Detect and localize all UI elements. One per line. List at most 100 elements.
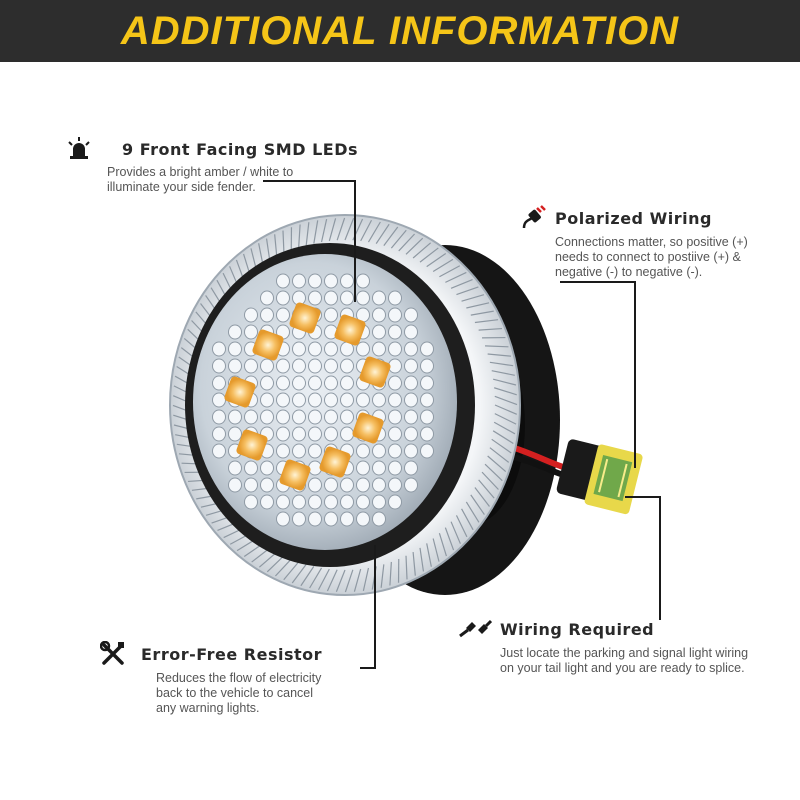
white-led [372, 290, 386, 306]
white-led [388, 460, 402, 476]
white-led [324, 409, 338, 425]
white-led [340, 273, 354, 289]
white-led [404, 307, 418, 323]
white-led [388, 426, 402, 442]
rim-rib [461, 508, 474, 531]
amber-smd-led [352, 412, 384, 444]
white-led [388, 290, 402, 306]
white-led [388, 443, 402, 459]
white-led [276, 290, 290, 306]
feature-title-wiring: Wiring Required [500, 620, 655, 639]
white-led [244, 409, 258, 425]
white-led [420, 409, 434, 425]
white-led [308, 392, 322, 408]
plug-connector-icon [522, 205, 546, 229]
white-led [292, 341, 306, 357]
white-led [372, 460, 386, 476]
white-led [404, 375, 418, 391]
white-led [308, 477, 322, 493]
white-led [324, 273, 338, 289]
amber-smd-led [334, 314, 366, 346]
white-led [404, 341, 418, 357]
rim-rib [493, 421, 516, 435]
white-led [356, 494, 370, 510]
white-led [388, 392, 402, 408]
white-led [340, 511, 354, 527]
rim-rib [493, 378, 517, 386]
white-led [212, 426, 226, 442]
rim-rib [470, 310, 494, 316]
white-led [388, 307, 402, 323]
feature-desc-polarized: Connections matter, so positive (+) need… [555, 235, 748, 279]
rim-rib [478, 327, 503, 331]
white-led [260, 392, 274, 408]
rim-rib [383, 226, 399, 246]
rim-rib [398, 233, 416, 252]
white-led [292, 273, 306, 289]
feature-desc-resistor: Reduces the flow of electricity back to … [156, 671, 322, 715]
rim-rib [487, 455, 507, 473]
rim-rib [432, 258, 454, 273]
white-led [372, 511, 386, 527]
connector-plug [556, 439, 643, 515]
rim-rib [291, 564, 307, 584]
white-led [404, 460, 418, 476]
white-led [228, 358, 242, 374]
white-led [244, 307, 258, 323]
white-led [340, 494, 354, 510]
white-led [404, 426, 418, 442]
white-led [228, 460, 242, 476]
amber-smd-led [319, 446, 351, 478]
white-led [292, 494, 306, 510]
rim-rib [274, 558, 292, 577]
white-led [324, 375, 338, 391]
rim-rib [455, 515, 468, 538]
white-led [372, 324, 386, 340]
rim-rib [419, 247, 439, 263]
white-led [308, 409, 322, 425]
rim-rib [426, 252, 447, 268]
rim-rib [405, 237, 424, 255]
white-led [404, 409, 418, 425]
white-led [244, 477, 258, 493]
rim-rib [470, 494, 485, 515]
feature-desc-wiring: Just locate the parking and signal light… [500, 646, 749, 675]
white-led [308, 358, 322, 374]
white-led [404, 324, 418, 340]
rim-rib [432, 538, 440, 562]
rim-rib [283, 561, 300, 581]
rim-rib [491, 370, 515, 376]
white-led [324, 307, 338, 323]
feature-title-resistor: Error-Free Resistor [141, 645, 323, 664]
white-led [372, 477, 386, 493]
white-led [340, 392, 354, 408]
page-title: ADDITIONAL INFORMATION [120, 9, 680, 53]
white-led [228, 409, 242, 425]
white-led [212, 358, 226, 374]
white-led [292, 392, 306, 408]
white-led [276, 443, 290, 459]
white-led [388, 409, 402, 425]
rim-rib [481, 471, 499, 490]
white-led [276, 307, 290, 323]
white-led [372, 443, 386, 459]
white-led [356, 443, 370, 459]
rim-rib [412, 242, 432, 259]
white-led [308, 375, 322, 391]
white-led [356, 477, 370, 493]
rim-rib [494, 413, 517, 425]
white-led [276, 392, 290, 408]
white-led [212, 392, 226, 408]
white-led [324, 511, 338, 527]
rim-rib [494, 395, 518, 406]
feature-title-leds: 9 Front Facing SMD LEDs [122, 140, 358, 159]
rim-rib [367, 221, 381, 243]
white-led [292, 375, 306, 391]
rim-rib [461, 294, 485, 302]
white-led [308, 341, 322, 357]
white-led [244, 358, 258, 374]
wire-splice-icon [459, 619, 492, 638]
white-led [292, 443, 306, 459]
amber-smd-led [236, 429, 268, 461]
white-led [308, 443, 322, 459]
